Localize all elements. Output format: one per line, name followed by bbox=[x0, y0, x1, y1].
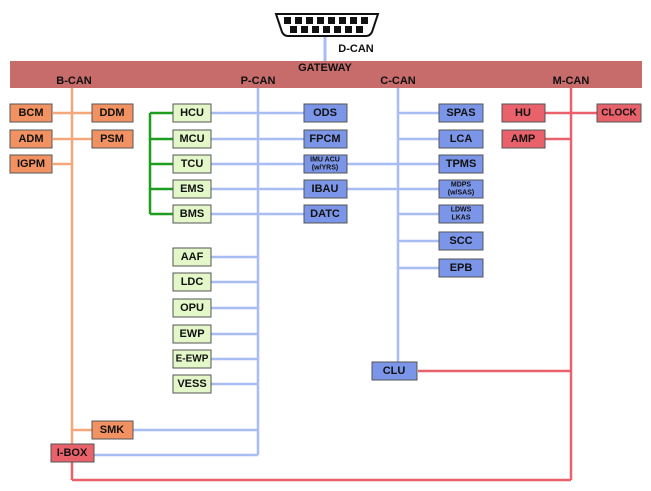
svg-text:ODS: ODS bbox=[313, 107, 337, 119]
dcan-label: D-CAN bbox=[338, 43, 373, 55]
node-i-box: I-BOX bbox=[50, 443, 95, 463]
svg-text:LKAS: LKAS bbox=[451, 215, 470, 222]
node-clu: CLU bbox=[371, 361, 418, 381]
svg-text:LDWS: LDWS bbox=[451, 207, 472, 214]
node-hu: HU bbox=[501, 103, 546, 123]
svg-text:SMK: SMK bbox=[100, 424, 125, 436]
node-psm: PSM bbox=[91, 129, 134, 149]
ccan-label: C-CAN bbox=[380, 75, 415, 87]
node-opu: OPU bbox=[172, 298, 212, 318]
svg-text:MDPS: MDPS bbox=[451, 182, 472, 189]
node-fpcm: FPCM bbox=[303, 129, 348, 149]
svg-text:DATC: DATC bbox=[310, 208, 340, 220]
node-datc: DATC bbox=[303, 204, 348, 224]
svg-text:VESS: VESS bbox=[177, 378, 206, 390]
node-tcu: TCU bbox=[172, 154, 212, 174]
node-ewp: EWP bbox=[172, 324, 212, 344]
node-imu-acu: IMU ACU (w/YRS) bbox=[303, 154, 348, 174]
node-ods: ODS bbox=[303, 103, 348, 123]
gateway-label: GATEWAY bbox=[298, 62, 352, 74]
node-e-ewp: E-EWP bbox=[172, 349, 212, 369]
node-igpm: IGPM bbox=[9, 154, 53, 174]
svg-text:BMS: BMS bbox=[180, 208, 204, 220]
svg-text:MCU: MCU bbox=[179, 133, 204, 145]
pcan-lines bbox=[94, 88, 439, 457]
svg-text:LDC: LDC bbox=[181, 276, 204, 288]
node-tpms: TPMS bbox=[438, 154, 484, 174]
svg-text:HCU: HCU bbox=[180, 107, 204, 119]
svg-text:FPCM: FPCM bbox=[309, 133, 340, 145]
node-mcu: MCU bbox=[172, 129, 212, 149]
svg-text:AMP: AMP bbox=[511, 133, 535, 145]
node-hcu: HCU bbox=[172, 103, 212, 123]
svg-text:CLOCK: CLOCK bbox=[601, 108, 637, 119]
node-ems: EMS bbox=[172, 179, 212, 199]
svg-text:SPAS: SPAS bbox=[446, 107, 475, 119]
node-bcm: BCM bbox=[9, 103, 53, 123]
svg-text:I-BOX: I-BOX bbox=[57, 447, 88, 459]
svg-text:TCU: TCU bbox=[181, 158, 204, 170]
svg-text:LCA: LCA bbox=[450, 133, 473, 145]
node-epb: EPB bbox=[438, 258, 484, 278]
svg-text:OPU: OPU bbox=[180, 302, 204, 314]
svg-text:ADM: ADM bbox=[18, 133, 43, 145]
svg-text:(w/SAS): (w/SAS) bbox=[448, 190, 474, 197]
pcan-label: P-CAN bbox=[241, 75, 276, 87]
svg-text:EWP: EWP bbox=[179, 328, 204, 340]
svg-text:IMU ACU: IMU ACU bbox=[310, 157, 340, 164]
svg-text:E-EWP: E-EWP bbox=[176, 354, 209, 365]
mcan-label: M-CAN bbox=[553, 75, 590, 87]
svg-text:PSM: PSM bbox=[100, 133, 124, 145]
node-ldc: LDC bbox=[172, 272, 212, 292]
svg-text:BCM: BCM bbox=[18, 107, 43, 119]
node-mdps: MDPS (w/SAS) bbox=[438, 179, 484, 199]
svg-text:DDM: DDM bbox=[99, 107, 124, 119]
bcan-label: B-CAN bbox=[56, 75, 91, 87]
green-bus bbox=[148, 111, 173, 216]
obd-connector-icon bbox=[274, 13, 380, 37]
node-aaf: AAF bbox=[172, 247, 212, 267]
svg-text:IGPM: IGPM bbox=[17, 158, 45, 170]
ccan-lines bbox=[396, 88, 439, 362]
node-clock: CLOCK bbox=[596, 103, 642, 123]
svg-text:SCC: SCC bbox=[449, 235, 472, 247]
svg-text:AAF: AAF bbox=[181, 251, 204, 263]
gateway-bar bbox=[10, 61, 642, 88]
node-bms: BMS bbox=[172, 204, 212, 224]
svg-text:HU: HU bbox=[515, 107, 531, 119]
node-adm: ADM bbox=[9, 129, 53, 149]
svg-text:EPB: EPB bbox=[450, 262, 473, 274]
node-ddm: DDM bbox=[91, 103, 134, 123]
node-spas: SPAS bbox=[438, 103, 484, 123]
node-ibau: IBAU bbox=[303, 179, 348, 199]
bcan-lines bbox=[53, 88, 92, 452]
svg-text:TPMS: TPMS bbox=[446, 158, 477, 170]
node-vess: VESS bbox=[172, 374, 212, 394]
node-scc: SCC bbox=[438, 231, 484, 251]
svg-text:IBAU: IBAU bbox=[312, 183, 339, 195]
node-smk: SMK bbox=[91, 420, 134, 440]
svg-text:CLU: CLU bbox=[383, 365, 406, 377]
svg-text:(w/YRS): (w/YRS) bbox=[312, 165, 338, 172]
mcan-lines bbox=[70, 88, 597, 482]
svg-text:EMS: EMS bbox=[180, 183, 204, 195]
node-ldws-lkas: LDWS LKAS bbox=[438, 204, 484, 224]
node-lca: LCA bbox=[438, 129, 484, 149]
node-amp: AMP bbox=[501, 129, 546, 149]
